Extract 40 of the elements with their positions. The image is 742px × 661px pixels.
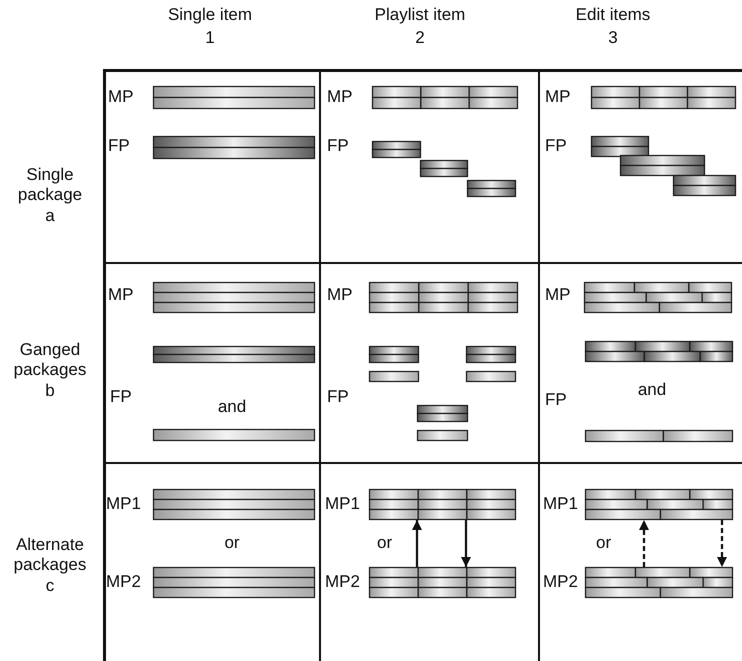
track-label: FP: [327, 136, 349, 156]
column-heading: 1: [204, 28, 216, 48]
clip-track-drawing: [369, 489, 516, 520]
row-letter: a: [44, 206, 56, 226]
track-label: MP: [545, 87, 570, 107]
column-heading: Single item: [166, 5, 254, 25]
track-label: FP: [110, 387, 132, 407]
column-heading: 2: [414, 28, 426, 48]
track-label: and: [216, 397, 248, 417]
arrow: [639, 520, 649, 567]
track-label: FP: [108, 136, 130, 156]
track-label: or: [377, 533, 392, 553]
arrow: [717, 520, 727, 567]
track-label: MP1: [325, 494, 360, 514]
track-label: MP1: [543, 494, 578, 514]
track-label: MP2: [543, 572, 578, 592]
track-label: MP2: [106, 572, 141, 592]
clip-track-drawing: [585, 489, 733, 520]
track-label: MP: [545, 285, 570, 305]
track-label: or: [223, 533, 241, 553]
arrow: [412, 520, 422, 567]
row-letter: c: [44, 576, 56, 596]
column-heading: Edit items: [574, 5, 652, 25]
track-label: MP: [327, 285, 352, 305]
track-label: MP: [108, 87, 134, 107]
track-label: or: [596, 533, 612, 553]
arrow: [461, 520, 471, 567]
clip-track-drawing: [585, 567, 733, 598]
column-heading: Playlist item: [374, 5, 466, 25]
track-label: MP: [327, 87, 352, 107]
track-label: MP: [108, 285, 134, 305]
clip-track-drawing: [369, 567, 516, 598]
track-label: MP1: [106, 494, 141, 514]
track-label: FP: [545, 136, 567, 156]
track-label: MP2: [325, 572, 360, 592]
track-label: and: [636, 380, 668, 400]
track-label: FP: [327, 387, 349, 407]
row-letter: b: [44, 381, 56, 401]
column-heading: 3: [607, 28, 619, 48]
track-label: FP: [545, 390, 567, 410]
